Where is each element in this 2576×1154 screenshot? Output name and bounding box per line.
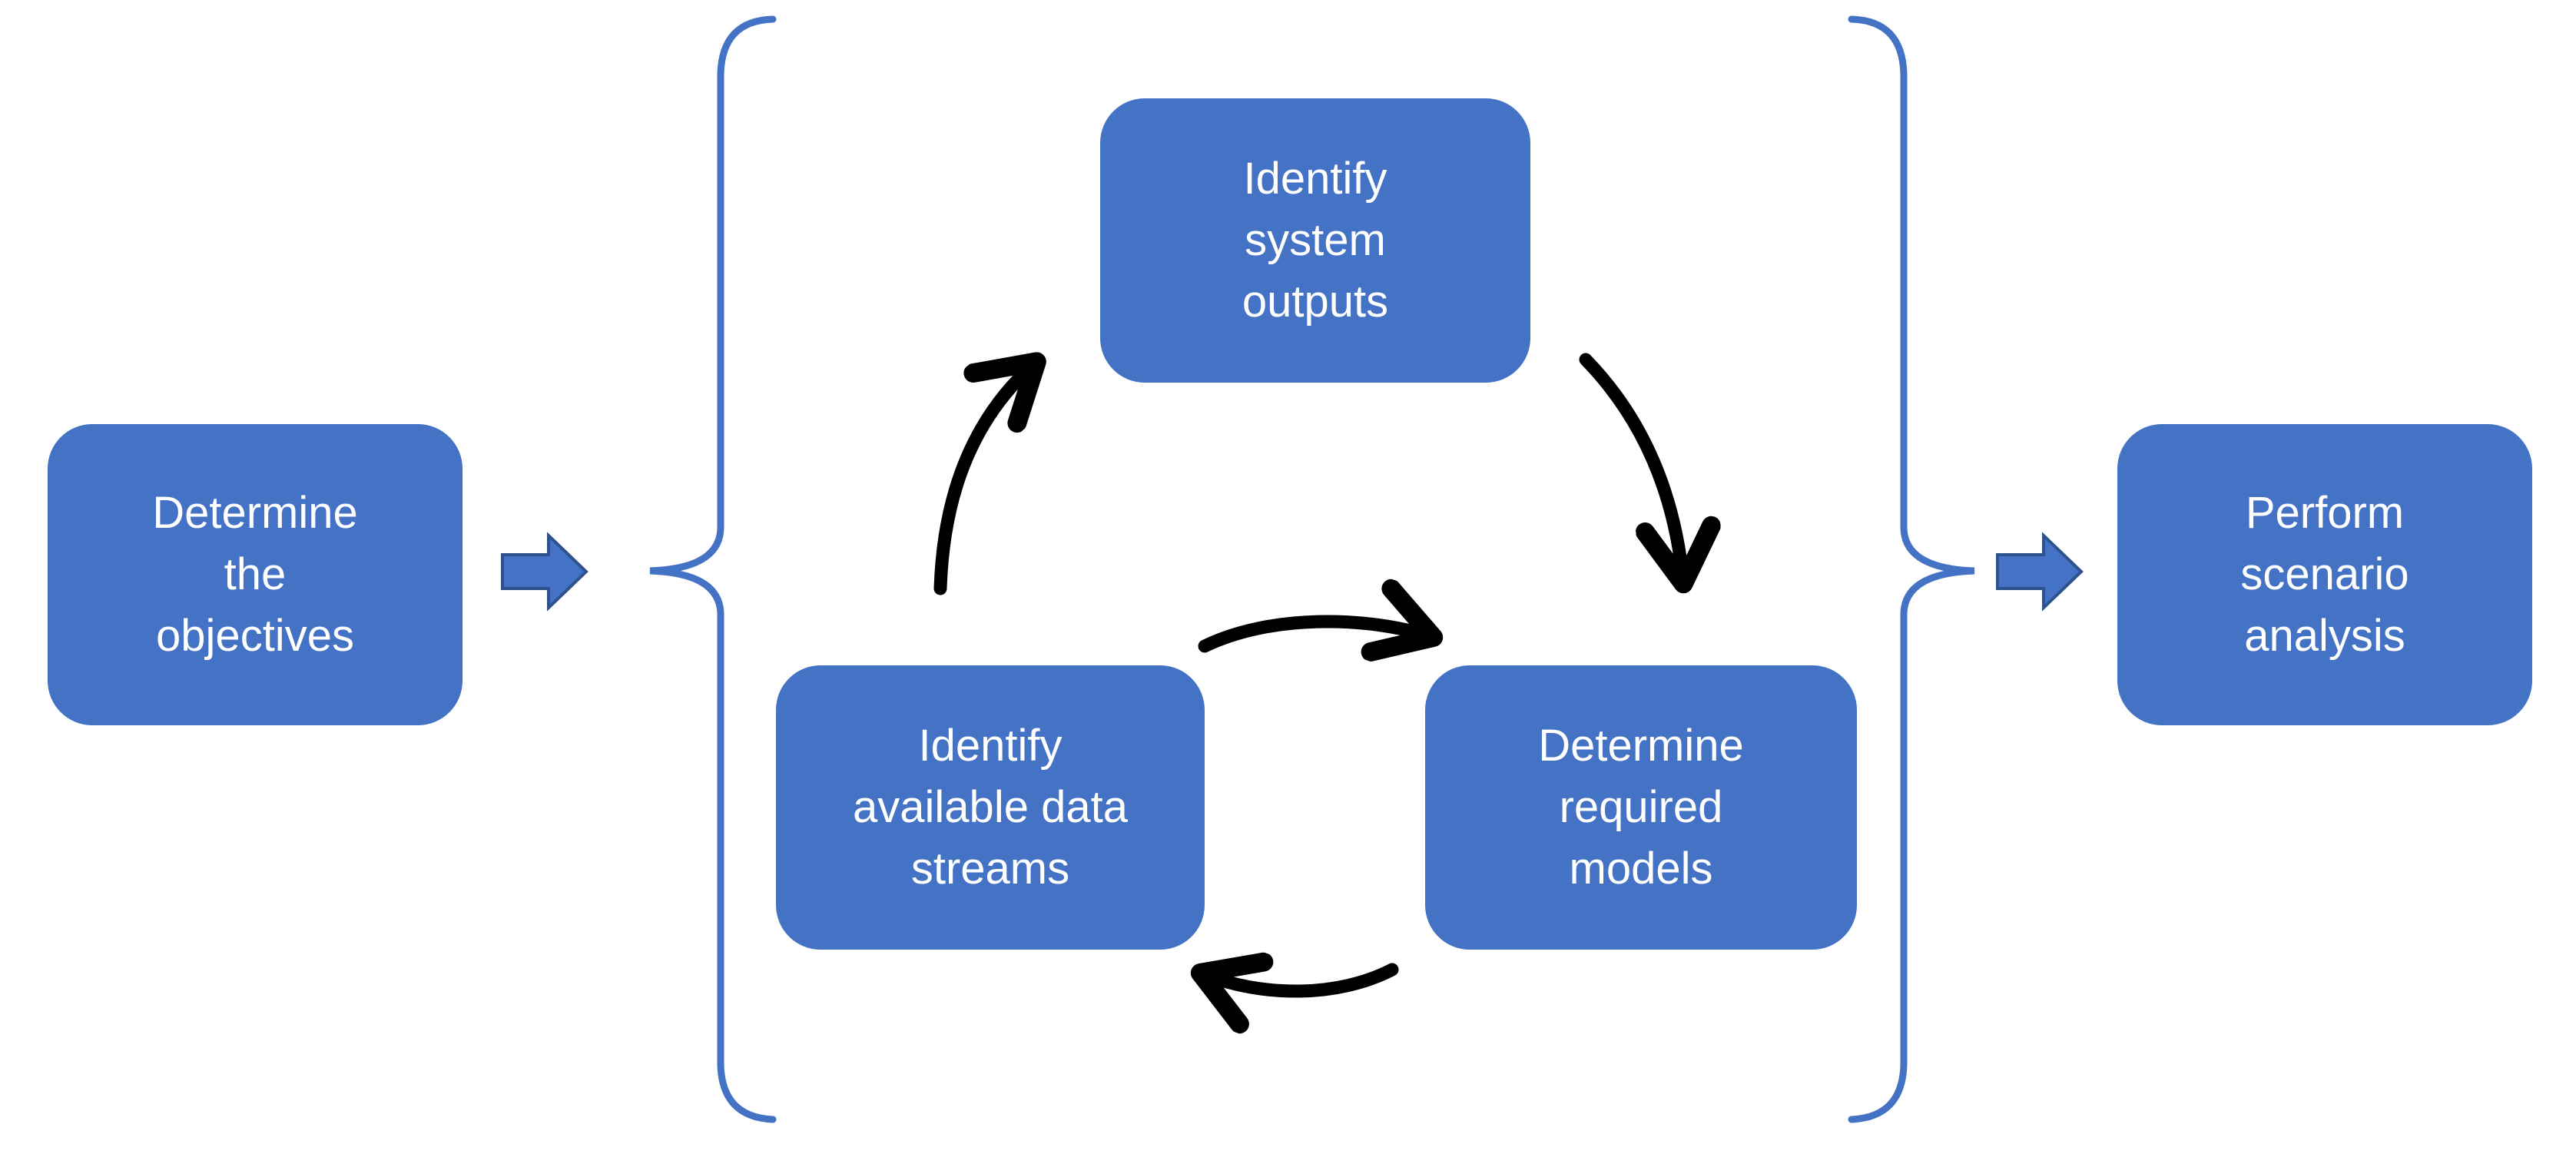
cycle-arrow-right-icon [1198,622,1432,646]
flow-arrow-left-icon [501,532,588,612]
node-identify-available-data-streams: Identify available data streams [776,665,1205,950]
cycle-arrow-down-icon [1579,353,1683,582]
node-determine-objectives: Determine the objectives [48,424,462,725]
cycle-arrow-up-icon [933,363,1036,595]
node-label: Perform scenario analysis [2240,487,2409,662]
node-identify-system-outputs: Identify system outputs [1100,98,1530,383]
right-brace [1848,15,1975,1123]
node-label: Determine the objectives [152,487,358,662]
left-brace [649,15,777,1123]
node-determine-required-models: Determine required models [1425,665,1857,950]
node-label: Identify system outputs [1242,153,1389,327]
cycle-arrow-left-icon [1202,970,1399,991]
flow-arrow-right-icon [1996,532,2084,612]
node-label: Determine required models [1538,720,1744,894]
node-label: Identify available data streams [853,720,1128,894]
node-perform-scenario-analysis: Perform scenario analysis [2117,424,2532,725]
